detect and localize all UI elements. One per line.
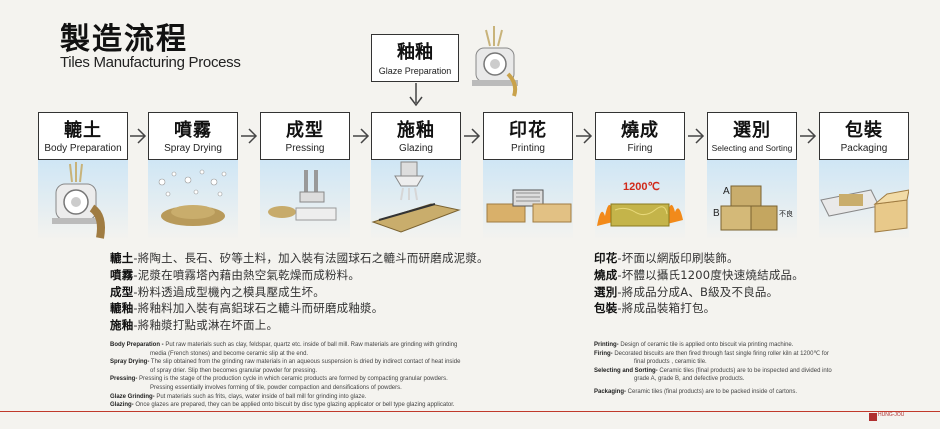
step-label-en: Printing (511, 143, 545, 154)
brand-name: HUNG-JOU (878, 412, 905, 418)
grade-b-label: B (713, 208, 720, 219)
step-printing: 印花 Printing (483, 112, 573, 160)
desc-zh-item: 施釉-將釉漿打點或淋在坏面上。 (110, 318, 279, 333)
spray-drying-illustration (148, 160, 238, 240)
body-preparation-illustration (38, 160, 128, 240)
selecting-sorting-illustration: A B 不良 (707, 160, 797, 240)
step-label-en: Selecting and Sorting (711, 143, 793, 153)
step-label-zh: 印花 (509, 120, 547, 141)
ball-mill-icon (52, 162, 105, 239)
ball-mill-icon (472, 26, 518, 97)
desc-en-item: Selecting and Sorting- Ceramic tiles (fi… (594, 367, 832, 383)
step-label-en: Packaging (840, 143, 888, 154)
step-label-en: Glazing (399, 143, 433, 154)
step-firing: 燒成 Firing (595, 112, 685, 160)
step-label-en: Body Preparation (44, 143, 122, 154)
desc-zh-item: 成型-粉料透過成型機內之模具壓成生坏。 (110, 284, 325, 299)
description-en-left: Body Preparation - Put raw materials suc… (110, 341, 480, 410)
down-arrow-icon (409, 83, 423, 107)
step-pressing: 成型 Pressing (260, 112, 350, 160)
glaze-preparation-en: Glaze Preparation (378, 66, 452, 76)
powder-pile-icon (158, 169, 227, 226)
page-title: 製造流程 (60, 22, 188, 57)
desc-en-item: Firing- Decorated biscuits are then fire… (594, 350, 829, 366)
page-subtitle: Tiles Manufacturing Process (60, 54, 241, 71)
step-body-preparation: 轆土 Body Preparation (38, 112, 128, 160)
desc-en-item: Glaze Grinding- Put materials such as fr… (110, 393, 367, 400)
right-arrow-icon (464, 128, 481, 144)
right-arrow-icon (576, 128, 593, 144)
desc-en-item: Body Preparation - Put raw materials suc… (110, 342, 458, 357)
pressing-illustration (260, 160, 350, 240)
printing-illustration (483, 160, 573, 240)
glaze-preparation-zh: 釉釉 (397, 42, 433, 63)
step-packaging: 包裝 Packaging (819, 112, 909, 160)
footer-divider (0, 411, 940, 412)
step-label-en: Spray Drying (164, 143, 222, 154)
glaze-applicator-icon (371, 161, 461, 233)
grade-a-label: A (723, 186, 730, 197)
step-spray-drying: 噴霧 Spray Drying (148, 112, 238, 160)
desc-zh-item: 包裝-將成品裝箱打包。 (594, 301, 716, 316)
tile-grades-icon: A B 不良 (713, 185, 793, 231)
desc-zh-item: 轆土-將陶土、長石、矽等土料，加入裝有法國球石之轆斗而研磨成泥漿。 (110, 251, 489, 265)
glaze-preparation-box: 釉釉 Glaze Preparation (371, 34, 459, 82)
desc-zh-item: 選別-將成品分成A、B級及不良品。 (594, 284, 779, 299)
step-selecting-sorting: 選別 Selecting and Sorting (707, 112, 797, 160)
packaging-illustration (819, 160, 909, 240)
right-arrow-icon (800, 128, 817, 144)
firing-illustration: 1200℃ (595, 160, 685, 240)
glazing-illustration (371, 160, 461, 240)
step-label-zh: 轆土 (64, 120, 102, 141)
right-arrow-icon (688, 128, 705, 144)
description-en-right: Printing- Design of ceramic tile is appl… (594, 341, 844, 397)
firing-temperature-label: 1200℃ (623, 181, 660, 193)
desc-en-item: Printing- Design of ceramic tile is appl… (594, 342, 794, 348)
desc-zh-item: 轆釉-將釉料加入裝有高鋁球石之轆斗而研磨成釉漿。 (110, 301, 384, 316)
carton-box-icon (820, 189, 909, 233)
step-glazing: 施釉 Glazing (371, 112, 461, 160)
defect-label: 不良 (779, 209, 793, 218)
desc-en-item: Spray Drying- The slip obtained from the… (110, 359, 461, 374)
kiln-fire-icon: 1200℃ (597, 181, 683, 227)
step-label-zh: 施釉 (397, 120, 435, 141)
step-label-zh: 包裝 (845, 120, 883, 141)
step-label-zh: 選別 (733, 120, 771, 141)
brand-logo-icon (869, 413, 877, 421)
right-arrow-icon (241, 128, 258, 144)
desc-zh-item: 印花-坏面以網版印刷裝飾。 (594, 251, 739, 265)
desc-en-item: Pressing- Pressing is the stage of the p… (110, 376, 448, 391)
step-label-zh: 燒成 (621, 120, 659, 141)
description-zh-left: 轆土-將陶土、長石、矽等土料，加入裝有法國球石之轆斗而研磨成泥漿。 噴霧-泥漿在… (110, 250, 489, 334)
press-mold-icon (268, 170, 337, 221)
right-arrow-icon (130, 128, 147, 144)
description-zh-right: 印花-坏面以網版印刷裝飾。 燒成-坏體以攝氏1200度快速燒結成品。 選別-將成… (594, 250, 804, 317)
step-label-en: Pressing (285, 143, 325, 154)
desc-zh-item: 噴霧-泥漿在噴霧塔內藉由熱空氣乾燥而成粉料。 (110, 267, 361, 282)
desc-en-item: Glazing- Once glazes are prepared, they … (110, 402, 455, 409)
right-arrow-icon (353, 128, 370, 144)
desc-en-item: Packaging- Ceramic tiles (final products… (594, 388, 798, 395)
printing-screen-icon (486, 189, 572, 223)
desc-zh-item: 燒成-坏體以攝氏1200度快速燒結成品。 (594, 267, 804, 282)
step-label-zh: 噴霧 (174, 120, 212, 141)
step-label-zh: 成型 (286, 120, 324, 141)
step-label-en: Firing (627, 143, 653, 154)
